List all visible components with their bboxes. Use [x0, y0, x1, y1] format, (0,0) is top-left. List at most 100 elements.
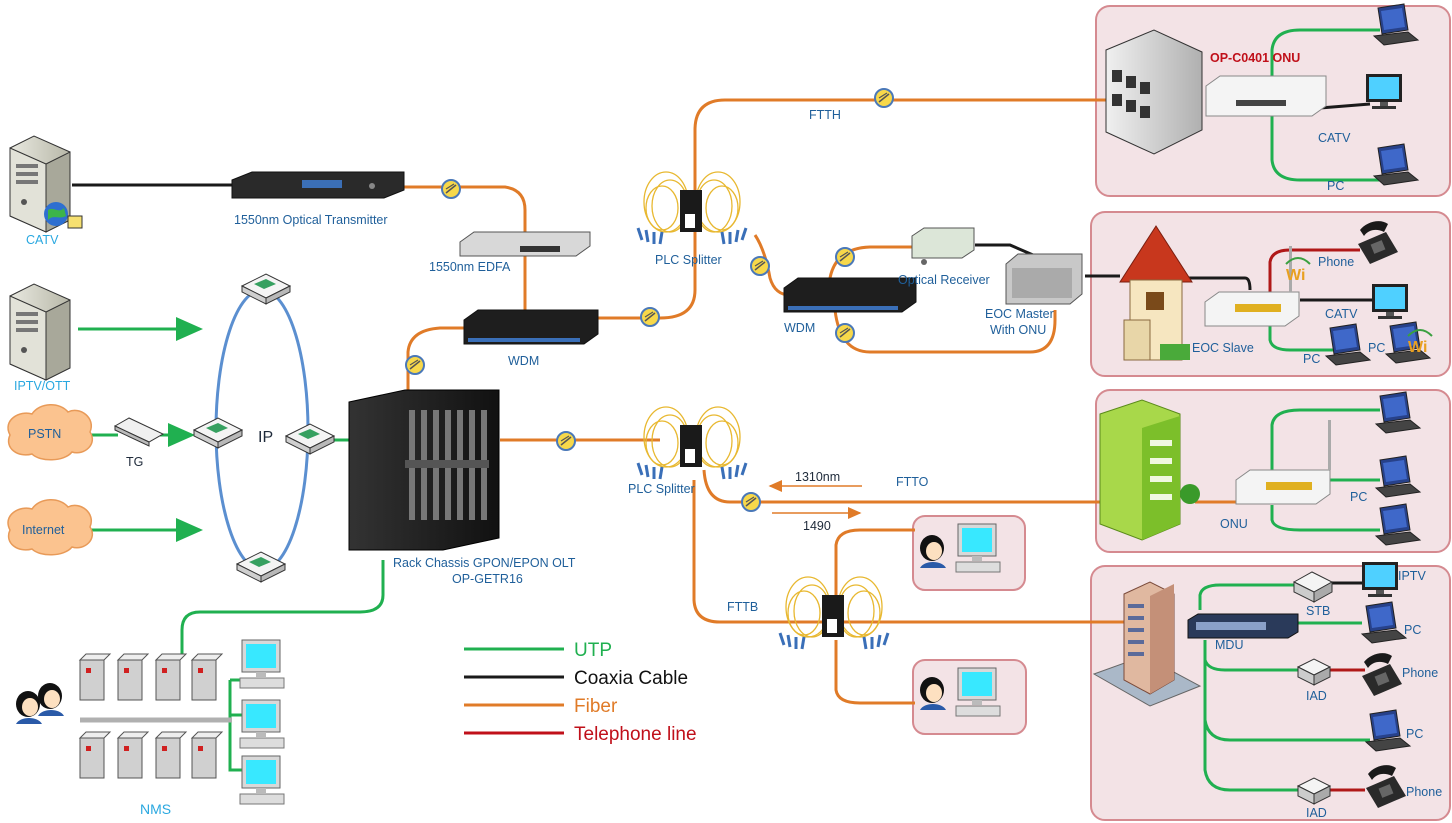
- optical-transmitter: [231, 171, 405, 199]
- ftth-label: FTTH: [809, 108, 841, 122]
- wavelength-1310: 1310nm: [795, 470, 840, 484]
- cloud-icon: [7, 499, 93, 556]
- nms-label: NMS: [140, 801, 171, 817]
- splitter-icon: [778, 575, 890, 651]
- fttb-pc1-label: PC: [1404, 623, 1421, 637]
- pstn-cloud: PSTN: [7, 404, 93, 461]
- wifi-icon: Wi: [1285, 257, 1311, 284]
- ftto-label: FTTO: [896, 475, 929, 489]
- fttb-tower: [1092, 581, 1202, 707]
- fttb-pc2-label: PC: [1406, 727, 1423, 741]
- edfa: [459, 231, 591, 257]
- splitter-top-label: PLC Splitter: [655, 253, 722, 267]
- fiber-fttb-to-user1: [834, 528, 915, 600]
- iad-device-2: [1296, 777, 1332, 805]
- cloud-icon: [7, 404, 93, 461]
- connector-icon: [405, 355, 425, 375]
- eoc-slave-label: EOC Slave: [1192, 341, 1254, 355]
- splitter-icon: [636, 170, 748, 246]
- user-icon: [38, 683, 64, 716]
- wifi-icon: Wi: [1407, 329, 1433, 356]
- phone2-label: Phone: [1406, 785, 1442, 799]
- server-icon: [9, 283, 71, 381]
- router-icon: [236, 551, 286, 583]
- connector-icon: [750, 256, 770, 276]
- olt-label-1: Rack Chassis GPON/EPON OLT: [393, 556, 576, 570]
- wdm-device: [463, 309, 599, 345]
- edfa-label: 1550nm EDFA: [429, 260, 511, 274]
- monitor-icon: [239, 699, 285, 749]
- eoc-master: [1005, 253, 1083, 305]
- internet-cloud: Internet: [7, 499, 93, 556]
- ftth-onu: [1205, 75, 1327, 117]
- building-icon: [1105, 29, 1203, 155]
- router-icon: [241, 273, 291, 305]
- ftto-onu: [1235, 420, 1331, 505]
- iptv-label: IPTV/OTT: [14, 379, 71, 393]
- tg-device: [113, 417, 165, 447]
- fiber-splitter-to-wdm2: [753, 234, 791, 297]
- eoc-pc2-label: PC: [1368, 341, 1385, 355]
- wdm2-device: [783, 277, 917, 313]
- connector-icon: [640, 307, 660, 327]
- wavelength-1490: 1490: [803, 519, 831, 533]
- monitor-icon: [239, 755, 285, 805]
- svg-text:Wi: Wi: [1408, 339, 1427, 356]
- legend-label: UTP: [574, 640, 612, 661]
- utp-olt-to-nms: [180, 560, 385, 655]
- optical-receiver: [911, 227, 975, 265]
- mdu-switch: [1187, 613, 1299, 639]
- eoc-master-label-2: With ONU: [990, 323, 1046, 337]
- ftth-catv-label: CATV: [1318, 131, 1351, 145]
- stb-device: [1292, 571, 1334, 603]
- iad-device-1: [1296, 658, 1332, 686]
- legend-label: Fiber: [574, 696, 618, 717]
- splitter-mid-label: PLC Splitter: [628, 482, 695, 496]
- pstn-label: PSTN: [28, 427, 61, 441]
- eoc-phone-label: Phone: [1318, 255, 1354, 269]
- iad2-label: IAD: [1306, 806, 1327, 820]
- eoc-house: [1119, 225, 1193, 361]
- optical-receiver-label: Optical Receiver: [898, 273, 990, 287]
- connector-icon: [874, 88, 894, 108]
- monitor-icon: [955, 523, 1001, 573]
- catv-server: [9, 135, 83, 233]
- fiber-olt-to-wdm: [406, 326, 470, 395]
- mdu-label: MDU: [1215, 638, 1243, 652]
- olt-label-2: OP-GETR16: [452, 572, 523, 586]
- fttb-label: FTTB: [727, 600, 758, 614]
- eoc-master-label-1: EOC Master: [985, 307, 1054, 321]
- iptv-server: [9, 283, 71, 381]
- ftto-pc-label: PC: [1350, 490, 1367, 504]
- svg-text:Wi: Wi: [1286, 267, 1305, 284]
- eoc-slave: [1204, 246, 1300, 327]
- splitter-icon: [636, 405, 748, 481]
- wdm2-label: WDM: [784, 321, 815, 335]
- transmitter-label: 1550nm Optical Transmitter: [234, 213, 388, 227]
- legend-label: Coaxia Cable: [574, 668, 688, 689]
- connector-icon: [556, 431, 576, 451]
- fiber-fttb-to-user2: [834, 640, 915, 705]
- stb-label: STB: [1306, 604, 1330, 618]
- monitor-icon: [239, 639, 285, 689]
- ftto-office-building: [1099, 399, 1200, 541]
- fiber-splitter2-to-ftto: [702, 469, 1110, 504]
- connector-icon: [835, 247, 855, 267]
- connector-icon: [741, 492, 761, 512]
- router-icon: [285, 423, 335, 455]
- legend-label: Telephone line: [574, 724, 697, 745]
- internet-label: Internet: [22, 523, 65, 537]
- router-icon: [193, 417, 243, 449]
- ftto-onu-label: ONU: [1220, 517, 1248, 531]
- fiber-tx-to-wdm: [400, 185, 527, 320]
- fttb-panel: [1090, 565, 1451, 821]
- phone1-label: Phone: [1402, 666, 1438, 680]
- eoc-catv-label: CATV: [1325, 307, 1358, 321]
- catv-label: CATV: [26, 233, 59, 247]
- panel-links: [1188, 28, 1380, 792]
- iptv-tv-label: IPTV: [1398, 569, 1426, 583]
- olt-rack: [348, 389, 500, 551]
- connector-icon: [441, 179, 461, 199]
